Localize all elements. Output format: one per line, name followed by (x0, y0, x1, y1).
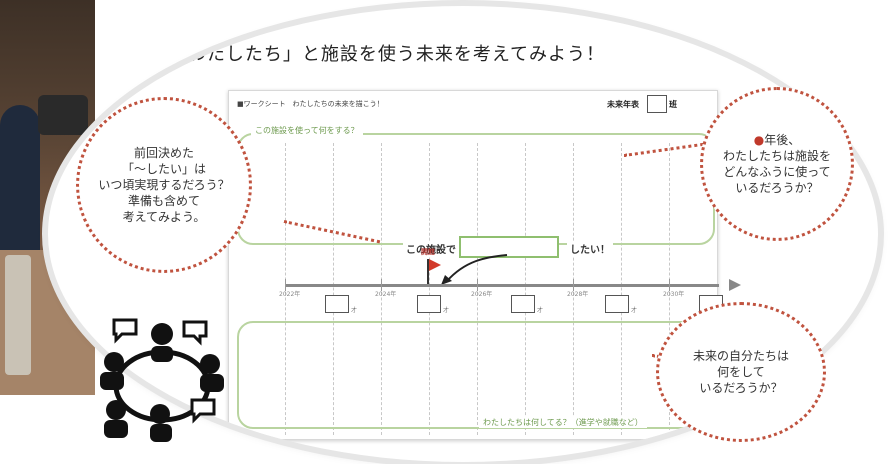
han-label: 班 (669, 100, 677, 109)
speech-bubble-left: 前回決めた 「〜したい」は いつ頃実現するだろう？ 準備も含めて 考えてみよう。 (76, 97, 252, 273)
timeline-tick (381, 279, 382, 291)
group-number-box (647, 95, 667, 113)
center-answer-box (459, 236, 559, 258)
age-box (325, 295, 349, 313)
age-box (417, 295, 441, 313)
discussion-group-icon (100, 318, 224, 442)
bottom-answer-area (237, 321, 715, 429)
timeline-tick (285, 279, 286, 291)
flag-icon (429, 259, 441, 271)
age-suffix: 才 (631, 307, 638, 314)
red-dot-icon: ● (753, 133, 765, 147)
center-prefix: この施設で (403, 241, 459, 256)
year-tick-label: 2022年 (279, 291, 301, 298)
speech-bubble-bottom-right: 未来の自分たちは 何をして いるだろうか？ (656, 302, 826, 442)
timeline-tick (477, 279, 478, 291)
grid-line (621, 143, 622, 435)
grid-line (525, 143, 526, 435)
speech-bubble-right: ●年後、 わたしたちは施設を どんなふうに使って いるだろうか？ (700, 87, 854, 241)
timeline-tick (573, 279, 574, 291)
center-suffix: したい！ (567, 241, 613, 256)
year-tick-label: 2030年 (663, 291, 685, 298)
timeline-tick (669, 279, 670, 291)
opening-label: 開館 (421, 248, 435, 256)
slide-title: 10年の「わたしたち」と施設を使う未来を考えてみよう！ (106, 44, 606, 65)
year-tick-label: 2028年 (567, 291, 589, 298)
timeline-axis (285, 284, 719, 287)
arrow-icon (441, 254, 508, 285)
worksheet: ■ワークシート わたしたちの未来を描こう！ 未来年表 班 この施設を使って何をす… (228, 90, 741, 440)
age-suffix: 才 (443, 307, 450, 314)
speech-bubble-right-text: 年後、 わたしたちは施設を どんなふうに使って いるだろうか？ (722, 133, 831, 195)
age-suffix: 才 (351, 307, 358, 314)
age-box (605, 295, 629, 313)
top-question: この施設を使って何をする？ (251, 125, 363, 136)
grid-line (333, 143, 334, 435)
photo-chair (5, 255, 31, 375)
age-box (511, 295, 535, 313)
year-tick-label: 2026年 (471, 291, 493, 298)
year-label: 未来年表 (607, 100, 639, 109)
timeline-arrow-icon (729, 279, 741, 291)
age-suffix: 才 (537, 307, 544, 314)
photo-person (0, 105, 40, 255)
bottom-question: わたしたちは何してる？（進学や就職など） (479, 417, 647, 428)
year-tick-label: 2024年 (375, 291, 397, 298)
worksheet-header: ■ワークシート わたしたちの未来を描こう！ (237, 100, 384, 108)
photo-object (38, 95, 88, 135)
grid-line (429, 143, 430, 435)
flag-pole (427, 259, 429, 285)
